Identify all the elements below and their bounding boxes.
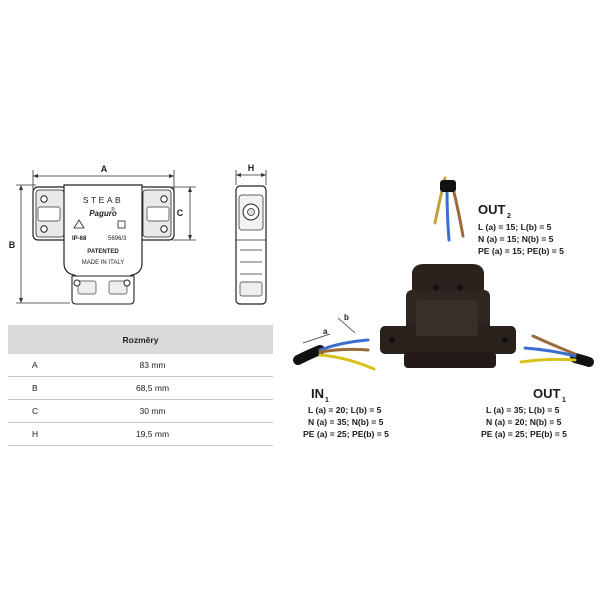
out2-cable [433,176,465,242]
dimension-a: A [32,164,175,190]
side-view-drawing: H [235,163,267,305]
out2-sub: 2 [507,213,511,220]
wiring-illustration: a b [293,176,594,371]
out2-line-2: N (a) = 15; N(b) = 5 [478,234,554,244]
row-value: 68,5 mm [72,376,273,400]
model-text: Paguro [89,209,117,218]
out2-label: OUT [478,202,506,217]
out1-label: OUT [533,386,561,401]
junction-box [380,264,516,368]
table-header-row: Rozměry [8,325,273,354]
front-view-drawing: A B C [9,164,196,305]
table-row: H 19,5 mm [8,422,273,446]
strip-a-label: a [323,327,328,336]
patented-text: PATENTED [87,249,119,255]
row-key: B [8,376,72,400]
dimension-c: C [172,186,196,241]
row-key: A [8,354,72,377]
row-key: H [8,422,72,446]
dimension-b: B [9,184,70,304]
out1-line-3: PE (a) = 25; PE(b) = 5 [481,429,567,439]
dimensions-table: Rozměry A 83 mm B 68,5 mm C 30 mm H 19,5… [8,325,273,446]
in1-sub: 1 [325,397,329,404]
out1-sub: 1 [562,397,566,404]
in1-line-3: PE (a) = 25; PE(b) = 5 [303,429,389,439]
registered-mark: ® [111,206,115,213]
row-value: 83 mm [72,354,273,377]
ip-rating-text: IP-68 [72,236,87,242]
code-text: 5696/3 [108,236,127,242]
dim-a-label: A [101,164,108,174]
table-row: B 68,5 mm [8,376,273,400]
row-key: C [8,399,72,423]
dim-c-label: C [177,208,184,218]
out2-line-1: L (a) = 15; L(b) = 5 [478,222,552,232]
dimension-h: H [235,163,267,185]
in1-spec: IN 1 L (a) = 20; L(b) = 5 N (a) = 35; N(… [303,386,389,439]
out1-cable [519,334,594,367]
table-row: A 83 mm [8,354,273,377]
made-in-text: MADE IN ITALY [82,260,124,266]
out2-spec: OUT 2 L (a) = 15; L(b) = 5 N (a) = 15; N… [478,202,564,256]
dim-b-label: B [9,240,16,250]
out1-line-1: L (a) = 35; L(b) = 5 [486,405,560,415]
in1-label: IN [311,386,324,401]
in1-cable: a b [293,313,376,371]
out2-line-3: PE (a) = 15; PE(b) = 5 [478,246,564,256]
double-insulation-icon [117,220,126,229]
row-value: 30 mm [72,399,273,423]
table-row: C 30 mm [8,399,273,423]
dim-h-label: H [248,163,255,173]
warning-icon [73,219,85,229]
strip-b-label: b [344,313,349,322]
out1-line-2: N (a) = 20; N(b) = 5 [486,417,562,427]
row-value: 19,5 mm [72,422,273,446]
in1-line-1: L (a) = 20; L(b) = 5 [308,405,382,415]
front-body: STEAB Paguro ® IP-68 5696/3 PATENTED MAD… [32,184,175,305]
table-header: Rozměry [8,325,273,354]
brand-text: STEAB [83,195,123,205]
out1-spec: OUT 1 L (a) = 35; L(b) = 5 N (a) = 20; N… [481,386,567,439]
in1-line-2: N (a) = 35; N(b) = 5 [308,417,384,427]
